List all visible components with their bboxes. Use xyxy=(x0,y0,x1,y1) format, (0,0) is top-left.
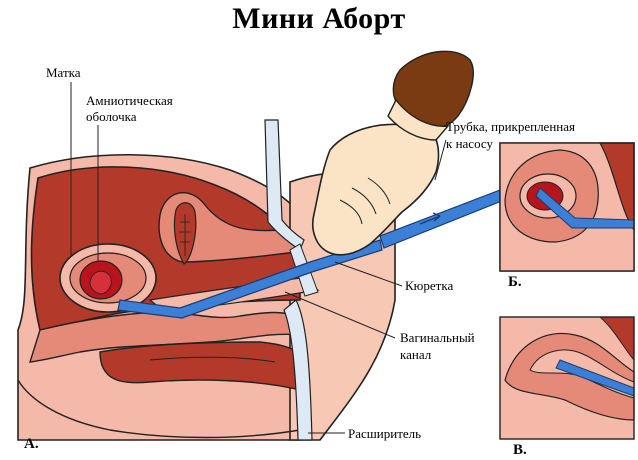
inset-b-illustration xyxy=(499,142,635,272)
panel-label-a: А. xyxy=(24,436,39,452)
label-tube-line1: Трубка, прикрепленная xyxy=(446,119,575,134)
leader-lines xyxy=(70,82,447,434)
dilator-instrument xyxy=(264,119,319,441)
panel-label-b: Б. xyxy=(508,274,522,290)
label-amniotic-line2: оболочка xyxy=(86,109,137,124)
label-dilator: Расширитель xyxy=(348,426,422,441)
label-uterus: Матка xyxy=(46,65,81,80)
label-vaginal-line1: Вагинальный xyxy=(400,330,475,345)
label-vaginal-line2: канал xyxy=(400,347,432,362)
label-tube-line2: к насосу xyxy=(446,136,493,151)
label-amniotic-line1: Амниотическая xyxy=(86,93,173,108)
gloved-hand xyxy=(312,50,474,256)
inset-v-illustration xyxy=(499,316,635,440)
label-curette: Кюретка xyxy=(405,278,454,293)
panel-label-v: В. xyxy=(513,442,527,458)
diagram-title: Мини Аборт xyxy=(232,2,406,35)
